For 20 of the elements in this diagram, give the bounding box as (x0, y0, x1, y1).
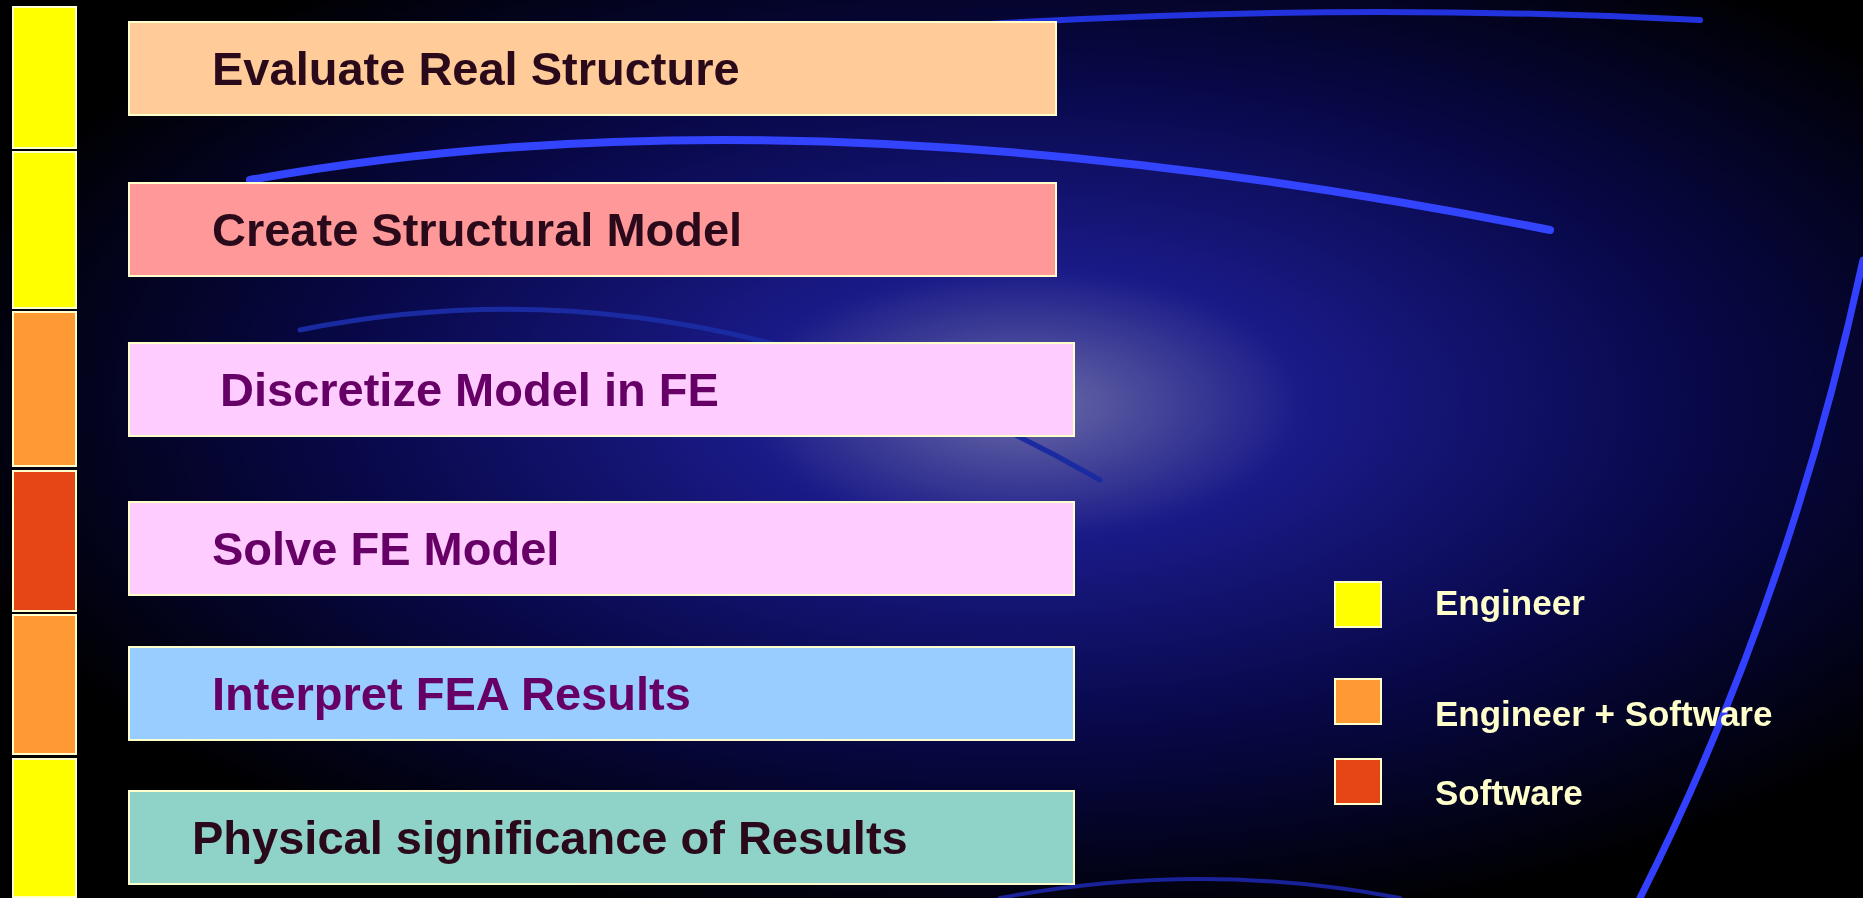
step-box (128, 342, 1075, 437)
step-label: Discretize Model in FE (220, 362, 719, 417)
step-label: Evaluate Real Structure (212, 41, 740, 96)
step-box (128, 21, 1057, 116)
step-box (128, 790, 1075, 885)
step-box (128, 646, 1075, 741)
step-box (128, 501, 1075, 596)
role-indicator-bar (12, 614, 77, 755)
role-indicator-bar (12, 470, 77, 612)
role-indicator-bar (12, 311, 77, 467)
role-indicator-bar (12, 151, 77, 309)
role-indicator-bar (12, 758, 77, 898)
step-label: Create Structural Model (212, 202, 743, 257)
legend-label: Engineer (1435, 583, 1585, 623)
step-label: Solve FE Model (212, 521, 560, 576)
step-label: Physical significance of Results (192, 810, 908, 865)
step-label: Interpret FEA Results (212, 666, 691, 721)
legend-label: Software (1435, 773, 1583, 813)
role-indicator-bar (12, 6, 77, 149)
step-box (128, 182, 1057, 277)
